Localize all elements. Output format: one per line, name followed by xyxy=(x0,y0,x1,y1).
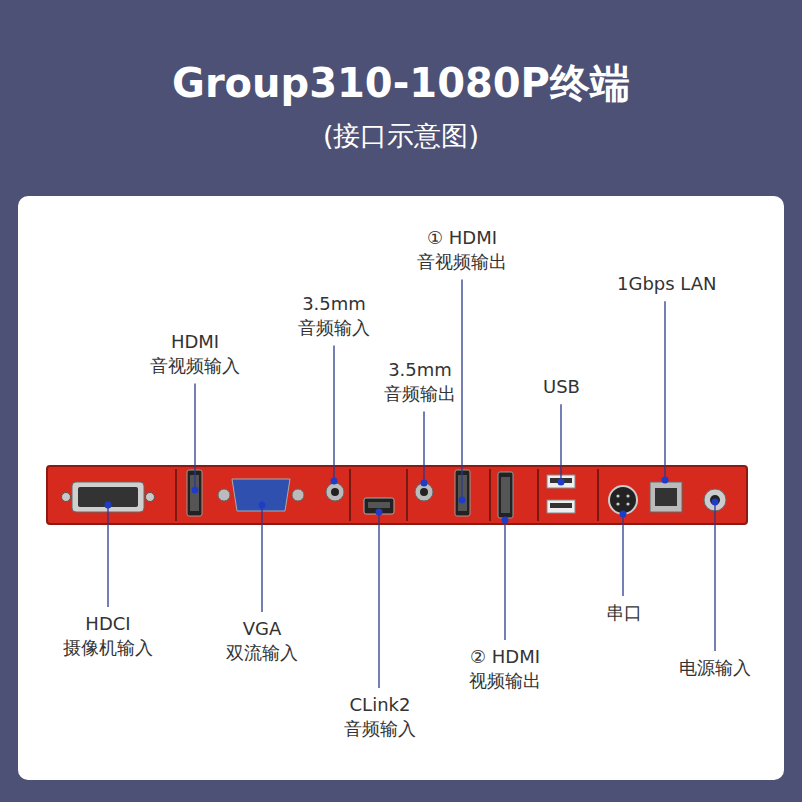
leader-dot xyxy=(192,487,199,494)
port-label: 电源输入 xyxy=(679,656,751,680)
leader-line xyxy=(333,346,334,481)
leader-dot xyxy=(620,511,627,518)
port-label: VGA 双流输入 xyxy=(222,617,302,666)
leader-dot xyxy=(459,497,466,504)
leader-dot xyxy=(712,499,719,506)
port-label: ① HDMI 音视频输出 xyxy=(412,226,512,275)
port-label: 3.5mm 音频输入 xyxy=(294,292,374,341)
leader-dot xyxy=(376,509,383,516)
leader-line xyxy=(560,404,561,482)
leader-line xyxy=(107,505,108,607)
leader-line xyxy=(664,301,665,480)
port-label: 3.5mm 音频输出 xyxy=(380,358,460,407)
leader-line xyxy=(461,280,462,500)
port-label: 串口 xyxy=(606,601,642,625)
port-label: 1Gbps LAN xyxy=(617,272,717,296)
page-title: Group310-1080P终端 xyxy=(0,56,802,111)
leader-line xyxy=(261,505,262,612)
leader-dot xyxy=(502,517,509,524)
leader-dot xyxy=(105,502,112,509)
leader-line xyxy=(378,512,379,688)
leader-line xyxy=(622,514,623,596)
leader-dot xyxy=(662,477,669,484)
port-label: HDCI 摄像机输入 xyxy=(58,612,158,661)
leader-line xyxy=(714,502,715,651)
leader-dot xyxy=(331,478,338,485)
port-label: ② HDMI 视频输出 xyxy=(460,645,550,694)
port-label: CLink2 音频输入 xyxy=(340,693,420,742)
port-label: HDMI 音视频输入 xyxy=(145,330,245,379)
leader-dot xyxy=(421,480,428,487)
page-caption: (接口示意图) xyxy=(0,118,802,154)
leader-line xyxy=(423,412,424,483)
leader-dot xyxy=(558,479,565,486)
port-label: USB xyxy=(543,375,580,399)
leader-line xyxy=(194,384,195,490)
leader-line xyxy=(504,520,505,640)
leader-dot xyxy=(259,502,266,509)
